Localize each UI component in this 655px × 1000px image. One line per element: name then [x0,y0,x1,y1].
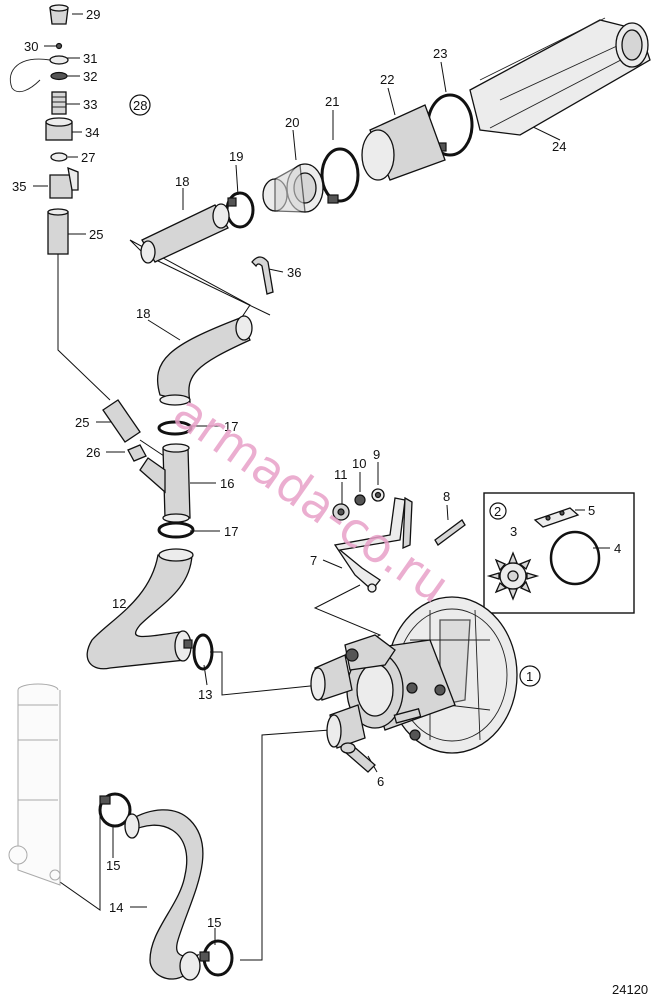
label-15-upper: 15 [106,858,120,873]
label-2: 2 [494,504,501,519]
label-29: 29 [86,7,100,22]
sea-water-pump-part [310,596,518,754]
label-14: 14 [109,900,123,915]
watermark: armada-co.ru [163,384,459,615]
label-32: 32 [83,69,97,84]
t-piece-assembly [139,420,195,539]
o-ring-part [549,530,601,586]
bracket-part [49,174,73,199]
clamp-part [320,147,360,204]
exhaust-pipe-part [469,17,651,136]
small-hardware [332,488,466,593]
label-9: 9 [373,447,380,462]
label-18-top: 18 [175,174,189,189]
label-34: 34 [85,125,99,140]
outlet-hose-assembly [98,792,234,981]
label-13: 13 [198,687,212,702]
label-2-circle [489,502,507,520]
label-20: 20 [285,115,299,130]
label-28-circle [129,94,151,116]
label-18-lower: 18 [136,306,150,321]
hose-part [102,399,141,443]
key-part [533,507,580,528]
inlet-hose-assembly [86,548,214,671]
hose-part [140,203,230,264]
label-17-upper: 17 [224,419,238,434]
label-1: 1 [526,669,533,684]
hose-part [47,211,69,255]
label-7: 7 [310,553,317,568]
label-28: 28 [133,98,147,113]
label-6: 6 [377,774,384,789]
hose-part [361,104,446,181]
label-15-lower: 15 [207,915,221,930]
part-number-labels: 29 30 31 32 33 28 34 27 35 25 18 19 20 2… [12,7,621,930]
label-30: 30 [24,39,38,54]
label-17-lower: 17 [224,524,238,539]
elbow-hose-part [156,315,253,406]
bracket-part [251,256,274,295]
label-22: 22 [380,72,394,87]
label-11: 11 [334,467,348,482]
label-5: 5 [588,503,595,518]
bolt-part [340,742,376,773]
label-16: 16 [220,476,234,491]
label-4: 4 [614,541,621,556]
label-36: 36 [287,265,301,280]
label-10: 10 [352,456,366,471]
label-24: 24 [552,139,566,154]
label-23: 23 [433,46,447,61]
label-25-top: 25 [89,227,103,242]
vent-assembly [10,4,147,462]
label-1-circle [519,665,541,687]
label-8: 8 [443,489,450,504]
label-27: 27 [81,150,95,165]
label-3: 3 [510,524,517,539]
label-26: 26 [86,445,100,460]
label-19: 19 [229,149,243,164]
impeller-kit-box [483,492,635,614]
flange-part [262,163,324,213]
label-12: 12 [112,596,126,611]
exhaust-assembly [140,17,651,295]
clamp-part [225,191,255,229]
label-33: 33 [83,97,97,112]
label-35: 35 [12,179,26,194]
label-25-lower: 25 [75,415,89,430]
drawing-code: 24120 [612,982,648,997]
heat-exchanger-outline [8,683,61,886]
impeller-part [486,551,540,601]
label-31: 31 [83,51,97,66]
label-21: 21 [325,94,339,109]
